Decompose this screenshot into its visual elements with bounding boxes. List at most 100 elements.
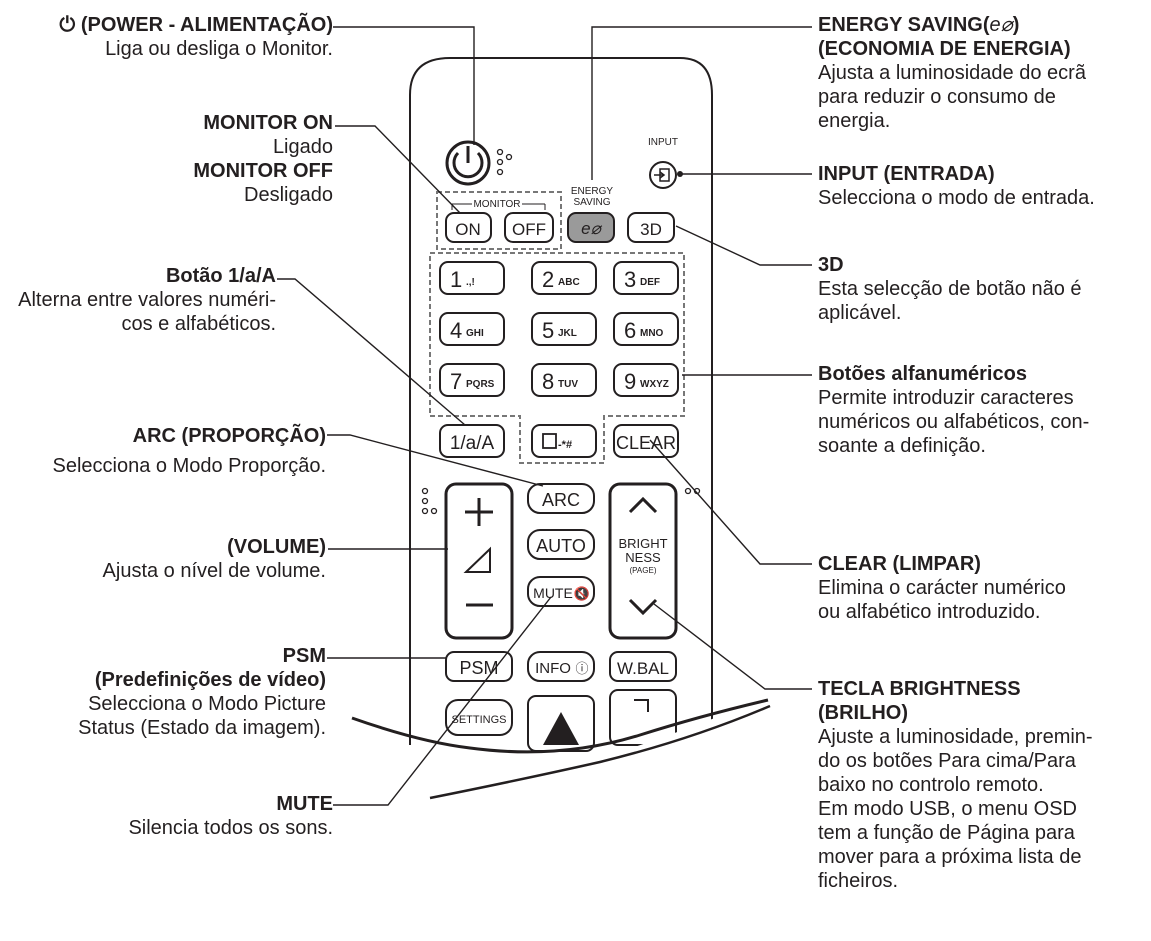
key-1-button[interactable]: 1.,! [439, 261, 505, 295]
toggle-desc-1: Alterna entre valores numéri- [18, 289, 276, 311]
mute-speaker-icon: 🔇 [574, 586, 590, 601]
power-button[interactable] [445, 140, 491, 186]
power-title: (POWER - ALIMENTAÇÃO) [80, 14, 333, 36]
brightness-rocker[interactable]: BRIGHT NESS (PAGE) [608, 482, 678, 640]
volume-label: (VOLUME) Ajusta o nível de volume. [103, 535, 326, 583]
energy-desc-3: energia. [818, 110, 891, 132]
leader-toggle [277, 278, 466, 426]
wave-cover [350, 700, 800, 941]
settings-text: SETTINGS [451, 714, 506, 726]
power-icon: ⏻ [59, 14, 81, 36]
brightness-desc-4: Em modo USB, o menu OSD [818, 798, 1077, 820]
energy-title-1: ENERGY SAVING( [818, 14, 990, 36]
psm-title-1: PSM [282, 645, 326, 667]
key-8-digit: 8 [542, 369, 554, 394]
psm-title-2: (Predefinições de vídeo) [94, 669, 326, 691]
monitor-on-desc: Ligado [272, 136, 333, 158]
input-label: INPUT [648, 137, 678, 148]
leader-mute [333, 596, 552, 806]
clear-desc-1: Elimina o carácter numérico [818, 577, 1066, 599]
arc-text: ARC [542, 490, 580, 510]
up-arrow-button[interactable] [527, 695, 595, 752]
monitor-off-text: OFF [512, 220, 546, 239]
toggle-desc-2: cos e alfabéticos. [121, 313, 276, 335]
arc-button[interactable]: ARC [527, 483, 595, 514]
input-title: INPUT (ENTRADA) [818, 163, 995, 185]
energy-title-2: (ECONOMIA DE ENERGIA) [818, 38, 1071, 60]
brightness-desc-7: ficheiros. [818, 870, 899, 892]
energy-label: ENERGY SAVING(e⌀) (ECONOMIA DE ENERGIA) … [818, 13, 1086, 133]
key-2-letters: ABC [558, 277, 580, 288]
toggle-title: Botão 1/a/A [165, 265, 276, 287]
leader-monitor [335, 125, 461, 214]
leader-dot-input [677, 171, 683, 177]
key-0-button[interactable]: -*# [531, 424, 597, 458]
clear-text: CLEAR [616, 433, 676, 453]
alnum-desc-2: numéricos ou alfabéticos, con- [818, 411, 1090, 433]
eco-symbol-icon: e⌀ [989, 14, 1013, 36]
input-button[interactable] [649, 161, 677, 189]
psm-button[interactable]: PSM [445, 651, 513, 682]
wave-line [351, 698, 769, 754]
3d-title: 3D [818, 254, 844, 276]
key-7-digit: 7 [450, 369, 462, 394]
info-text: INFO [535, 660, 571, 677]
alnum-desc-1: Permite introduzir caracteres [818, 387, 1074, 409]
leader-power [333, 26, 475, 145]
leader-energy [591, 26, 812, 180]
energy-label-2: SAVING [573, 197, 610, 208]
3d-desc-1: Esta selecção de botão não é [818, 278, 1082, 300]
volume-title: (VOLUME) [227, 536, 326, 558]
toggle-1aA-button[interactable]: 1/a/A [439, 424, 505, 458]
clear-button[interactable]: CLEAR [613, 424, 679, 458]
leader-clear [649, 439, 812, 565]
mute-button[interactable]: MUTE 🔇 [527, 576, 595, 607]
leader-arc [327, 434, 544, 487]
key-3-digit: 3 [624, 267, 636, 292]
toggle-group-box [430, 415, 521, 463]
3d-desc-2: aplicável. [818, 302, 902, 324]
monitor-on-button[interactable]: ON [445, 212, 492, 243]
key-0-sub: -*# [558, 439, 572, 451]
toggle-text: 1/a/A [450, 433, 495, 454]
key-6-digit: 6 [624, 318, 636, 343]
bright-text-1: BRIGHT [618, 536, 667, 551]
clear-desc-2: ou alfabético introduzido. [818, 601, 1041, 623]
auto-button[interactable]: AUTO [527, 529, 595, 560]
key-5-digit: 5 [542, 318, 554, 343]
input-label-block: INPUT (ENTRADA) Selecciona o modo de ent… [818, 162, 1095, 210]
volume-rocker[interactable] [444, 482, 514, 640]
power-desc: Liga ou desliga o Monitor. [105, 38, 333, 60]
bright-text-2: NESS [625, 550, 661, 565]
monitor-off-button[interactable]: OFF [504, 212, 554, 243]
settings-button[interactable]: SETTINGS [445, 699, 513, 736]
alnum-title: Botões alfanuméricos [818, 363, 1027, 385]
energy-label-1: ENERGY [571, 186, 614, 197]
wbal-button[interactable]: W.BAL [609, 651, 677, 682]
brightness-desc-1: Ajuste a luminosidade, premin- [818, 726, 1093, 748]
volume-desc: Ajusta o nível de volume. [102, 560, 326, 582]
wave-line-2 [429, 704, 771, 800]
arc-desc: Selecciona o Modo Proporção. [52, 455, 327, 477]
key-9-letters: WXYZ [640, 379, 669, 390]
brightness-title-2: (BRILHO) [818, 702, 908, 724]
brightness-desc-6: mover para a próxima lista de [818, 846, 1082, 868]
3d-button[interactable]: 3D [627, 212, 675, 243]
mute-desc: Silencia todos os sons. [128, 817, 333, 839]
power-label: ⏻ (POWER - ALIMENTAÇÃO) Liga ou desliga … [59, 13, 333, 61]
mute-text: MUTE [533, 585, 573, 601]
energy-saving-button[interactable]: e⌀ [567, 212, 615, 243]
brightness-desc-2: do os botões Para cima/Para [818, 750, 1076, 772]
key-4-digit: 4 [450, 318, 462, 343]
clear-title: CLEAR (LIMPAR) [818, 553, 981, 575]
info-button[interactable]: INFO ⓘ [527, 651, 595, 682]
brightness-desc-5: tem a função de Página para [818, 822, 1075, 844]
